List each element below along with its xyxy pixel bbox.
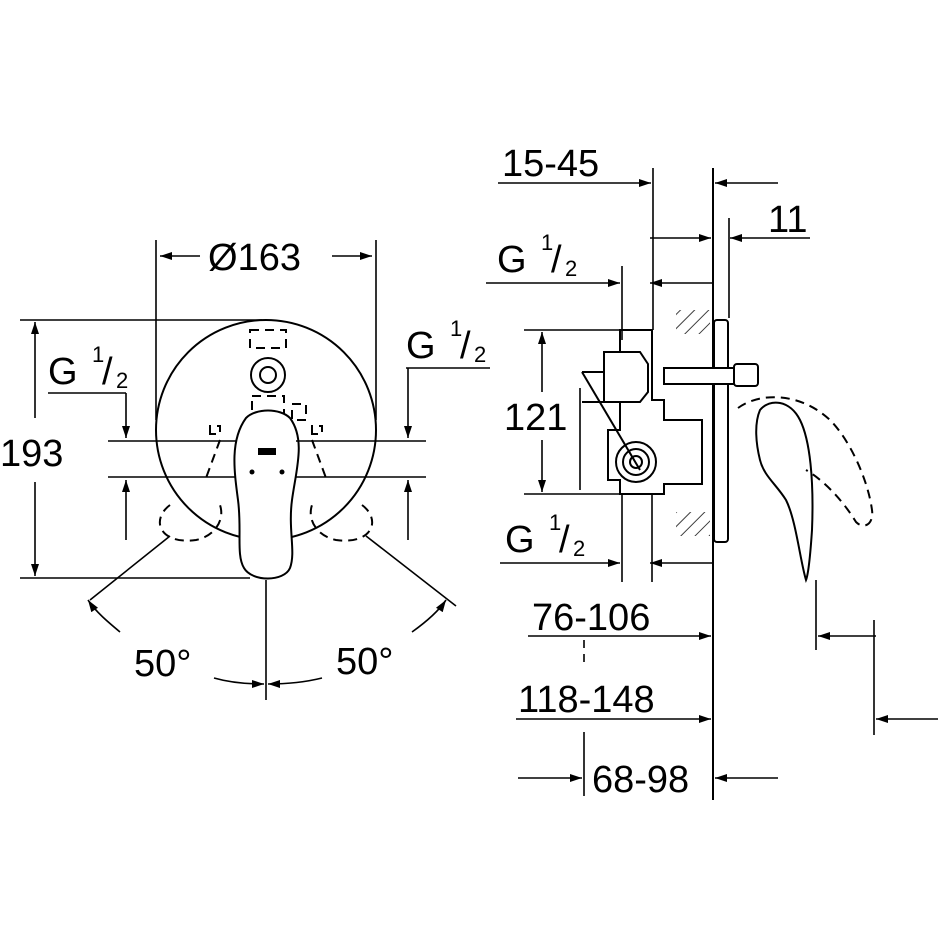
wall-hatch-top xyxy=(676,310,710,334)
wall-hatch-bottom xyxy=(676,512,710,536)
lever-handle xyxy=(233,409,300,580)
dim-wall-range: 15-45 xyxy=(502,143,599,185)
dim-plate: 11 xyxy=(768,199,807,241)
right-thread-num: 1 xyxy=(450,316,462,341)
lower-thread-label: G xyxy=(505,519,535,561)
dim-118-148: 118-148 xyxy=(518,679,655,721)
upper-thread-num: 1 xyxy=(541,230,553,255)
lever-side xyxy=(755,401,814,584)
right-thread-den: 2 xyxy=(474,342,486,367)
diameter-label: Ø163 xyxy=(208,237,301,279)
left-thread-num: 1 xyxy=(92,342,104,367)
left-angle-label: 50° xyxy=(134,643,191,685)
valve-body xyxy=(581,329,759,495)
fraction-slash: / xyxy=(559,519,570,561)
height-label: 193 xyxy=(0,433,63,475)
side-height-label: 121 xyxy=(504,397,567,439)
left-thread-den: 2 xyxy=(116,368,128,393)
fraction-slash: / xyxy=(102,351,113,393)
right-angle-label: 50° xyxy=(336,641,393,683)
side-view: 15-45 11 G 1 / 2 121 G 1 / 2 76-106 xyxy=(486,143,938,801)
upper-thread-label: G xyxy=(497,239,527,281)
fraction-slash: / xyxy=(460,325,471,367)
dim-76-106: 76-106 xyxy=(532,597,650,639)
upper-thread-den: 2 xyxy=(565,256,577,281)
dim-68-98: 68-98 xyxy=(592,759,689,801)
lower-thread-num: 1 xyxy=(549,510,561,535)
left-thread-label: G xyxy=(48,351,78,393)
fraction-slash: / xyxy=(551,239,562,281)
right-thread-label: G xyxy=(406,325,436,367)
handle-indicator xyxy=(258,448,276,455)
hidden-valve-outline xyxy=(158,329,374,542)
escutcheon-side xyxy=(713,319,729,543)
front-view: Ø163 193 G 1 / 2 G 1 / 2 50° xyxy=(0,237,490,700)
lower-thread-den: 2 xyxy=(573,536,585,561)
